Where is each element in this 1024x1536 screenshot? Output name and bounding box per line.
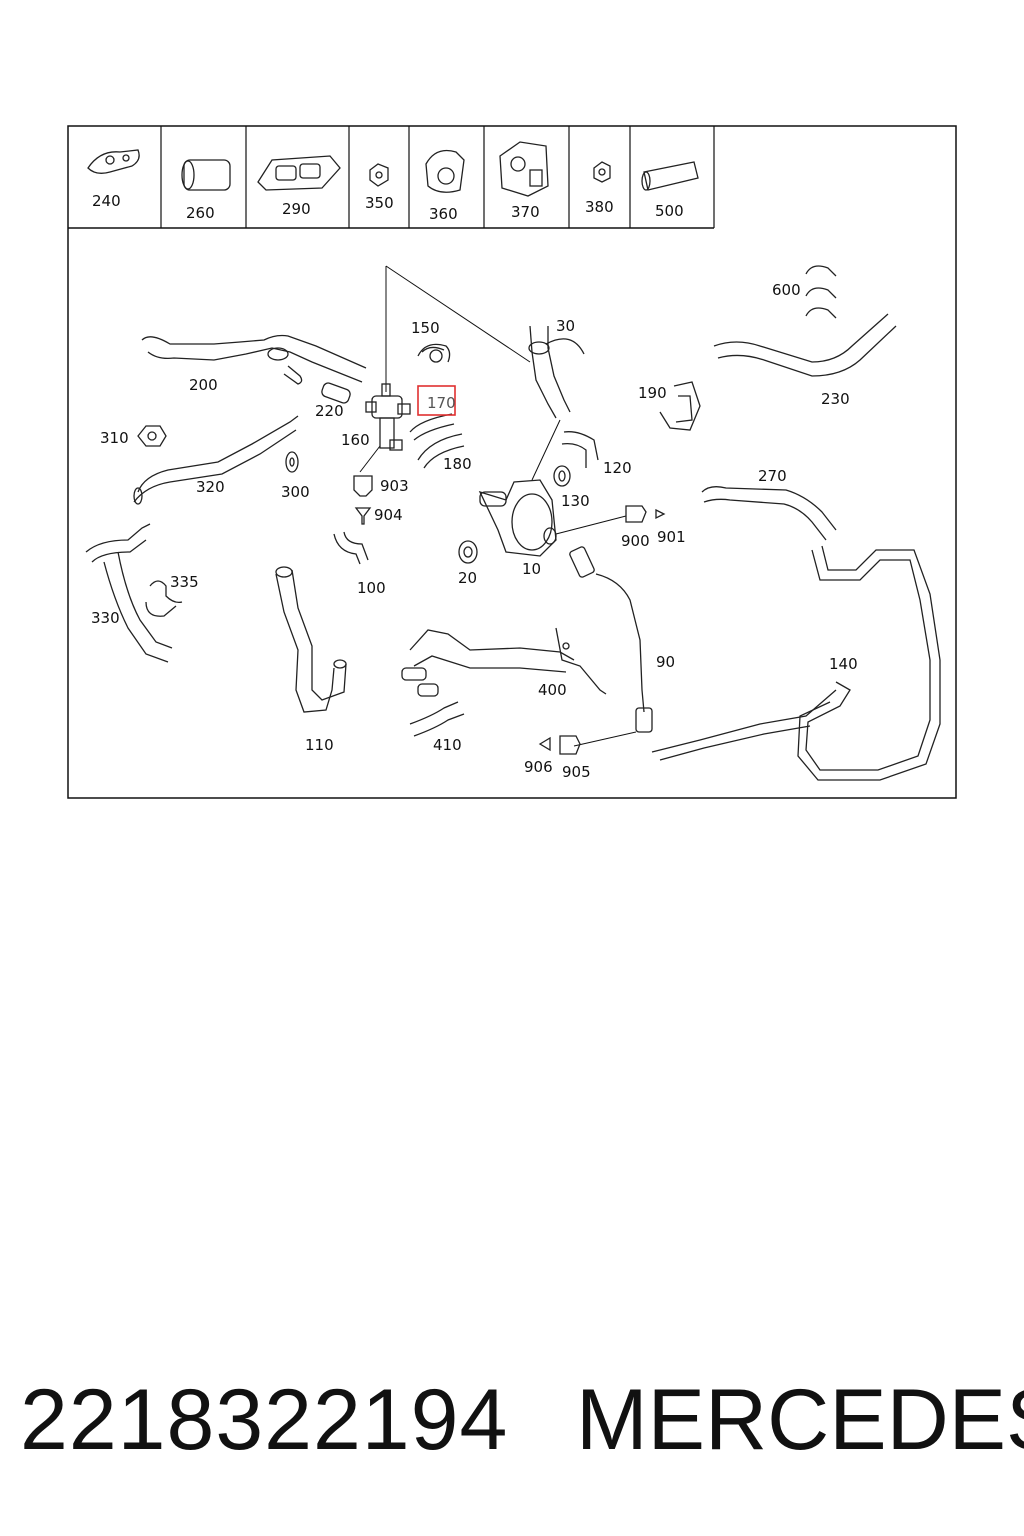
callout-320: 320	[196, 478, 225, 496]
clip-600-part	[805, 265, 837, 319]
header-dividers	[160, 126, 715, 228]
callout-270: 270	[758, 467, 787, 485]
callout-335: 335	[170, 573, 199, 591]
parts-diagram: 240 260 290 350 360 370 380 500	[67, 125, 957, 799]
brand-name: MERCEDES	[576, 1372, 1024, 1468]
plug-906-part	[538, 736, 551, 752]
header-label-240: 240	[92, 192, 121, 210]
callout-140: 140	[829, 655, 858, 673]
callout-150: 150	[411, 319, 440, 337]
hose-270-part	[701, 486, 837, 541]
callout-903: 903	[380, 477, 409, 495]
leader-lines	[359, 265, 637, 747]
connector-905-part	[559, 735, 581, 755]
header-label-500: 500	[655, 202, 684, 220]
header-label-260: 260	[186, 204, 215, 222]
hose-180-part	[417, 433, 465, 469]
header-label-360: 360	[429, 205, 458, 223]
nut-small-icon	[593, 161, 611, 183]
header-label-350: 350	[365, 194, 394, 212]
callout-904: 904	[374, 506, 403, 524]
callout-600: 600	[772, 281, 801, 299]
sensor-90-part	[569, 546, 653, 733]
grommet-20-part	[458, 540, 478, 564]
hose-30-part	[528, 325, 585, 419]
washer-300-part	[285, 451, 299, 473]
callout-90: 90	[656, 653, 675, 671]
footer: 2218322194 MERCEDES	[0, 1360, 1024, 1480]
callout-180: 180	[443, 455, 472, 473]
callout-170: 170	[427, 394, 456, 412]
valve-160-part	[365, 383, 411, 451]
sleeve-icon	[181, 159, 231, 191]
callout-160: 160	[341, 431, 370, 449]
highlight-box-170	[417, 385, 456, 416]
pump-10-part	[478, 479, 557, 557]
clip-plate-icon	[87, 149, 140, 174]
callout-220: 220	[315, 402, 344, 420]
callout-310: 310	[100, 429, 129, 447]
callout-906: 906	[524, 758, 553, 776]
grommet-icon	[425, 149, 465, 193]
header-label-370: 370	[511, 203, 540, 221]
header-label-380: 380	[585, 198, 614, 216]
callout-20: 20	[458, 569, 477, 587]
callout-300: 300	[281, 483, 310, 501]
plug-901-part	[655, 508, 666, 520]
nut-icon	[369, 163, 389, 187]
callout-400: 400	[538, 681, 567, 699]
callout-130: 130	[561, 492, 590, 510]
tube-piece-icon	[641, 161, 699, 191]
hose-330-part	[85, 523, 173, 663]
callout-905: 905	[562, 763, 591, 781]
hose-320-part	[133, 415, 299, 505]
callout-110: 110	[305, 736, 334, 754]
diagram-frame	[67, 125, 957, 799]
callout-10: 10	[522, 560, 541, 578]
callout-330: 330	[91, 609, 120, 627]
clamp-150-part	[417, 343, 451, 363]
manifold-400-part	[401, 627, 607, 697]
callout-200: 200	[189, 376, 218, 394]
clamp-335-part	[145, 580, 183, 617]
header-label-290: 290	[282, 200, 311, 218]
bracket-190-part	[659, 381, 701, 431]
callout-230: 230	[821, 390, 850, 408]
hose-100-part	[333, 531, 369, 565]
nut-310-part	[137, 425, 167, 447]
connector-900-part	[625, 505, 647, 523]
hose-410-part	[409, 701, 465, 737]
callout-900: 900	[621, 532, 650, 550]
seal-plate-icon	[257, 155, 341, 191]
bracket-icon	[499, 141, 549, 197]
hose-170-part	[409, 413, 455, 441]
lines-140-part	[651, 545, 941, 781]
callout-100: 100	[357, 579, 386, 597]
hose-200-part	[141, 334, 367, 385]
clip-130-part	[553, 465, 571, 487]
callout-410: 410	[433, 736, 462, 754]
callout-901: 901	[657, 528, 686, 546]
part-number: 2218322194	[20, 1372, 509, 1468]
hose-120-part	[561, 431, 599, 468]
callout-120: 120	[603, 459, 632, 477]
connector-220-part	[321, 382, 351, 404]
plug-903-part	[353, 475, 373, 497]
hose-110-part	[275, 566, 347, 713]
callout-190: 190	[638, 384, 667, 402]
plug-904-part	[354, 507, 372, 525]
hose-230-part	[713, 313, 897, 377]
callout-30: 30	[556, 317, 575, 335]
